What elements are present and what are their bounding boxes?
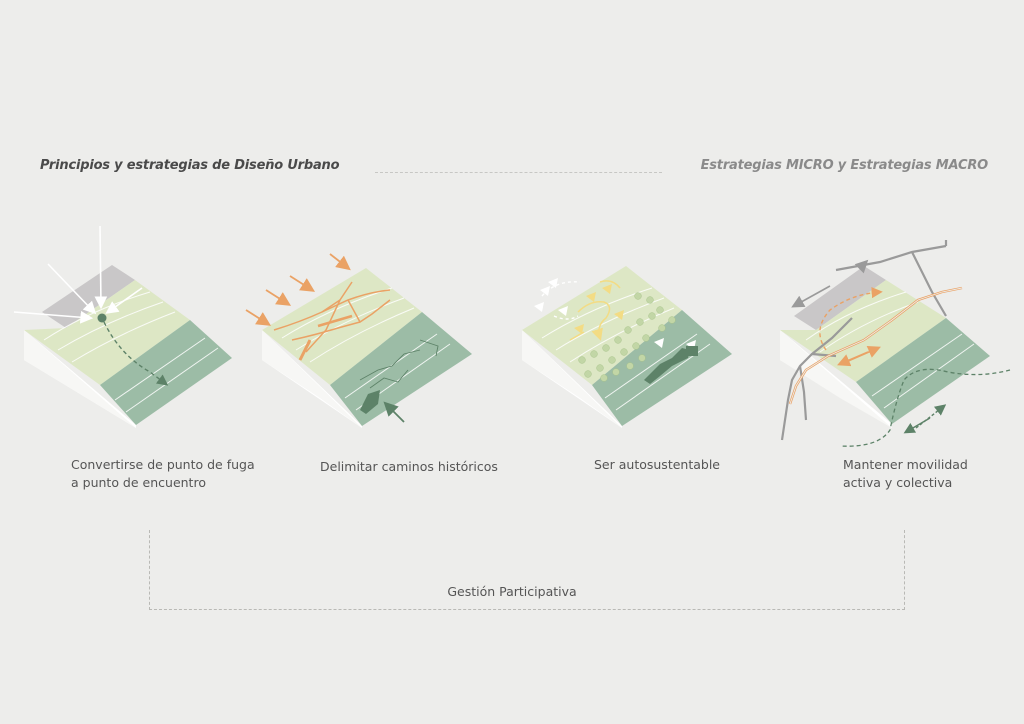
caption-line: a punto de encuentro	[71, 475, 206, 490]
caption-line: Convertirse de punto de fuga	[71, 457, 255, 472]
section-title-principles: Principios y estrategias de Diseño Urban…	[40, 158, 340, 173]
participatory-bracket	[149, 530, 905, 610]
tree-cluster-icon	[578, 292, 676, 382]
caption-historic-paths: Delimitar caminos históricos	[320, 458, 498, 476]
diagram-historic-paths	[245, 253, 472, 428]
caption-mobility: Mantener movilidad activa y colectiva	[843, 456, 968, 492]
caption-line: Mantener movilidad	[843, 457, 968, 472]
diagram-self-sustaining	[522, 266, 732, 428]
caption-line: Delimitar caminos históricos	[320, 459, 498, 474]
diagram-mobility	[780, 240, 1011, 447]
header-divider	[375, 172, 662, 173]
caption-meeting-point: Convertirse de punto de fuga a punto de …	[71, 456, 255, 492]
participatory-management-label: Gestión Participativa	[447, 584, 577, 599]
caption-line: Ser autosustentable	[594, 457, 720, 472]
caption-line: activa y colectiva	[843, 475, 953, 490]
diagram-meeting-point	[13, 225, 232, 428]
section-title-micro-macro: Estrategias MICRO y Estrategias MACRO	[700, 158, 989, 173]
caption-self-sustaining: Ser autosustentable	[594, 456, 720, 474]
